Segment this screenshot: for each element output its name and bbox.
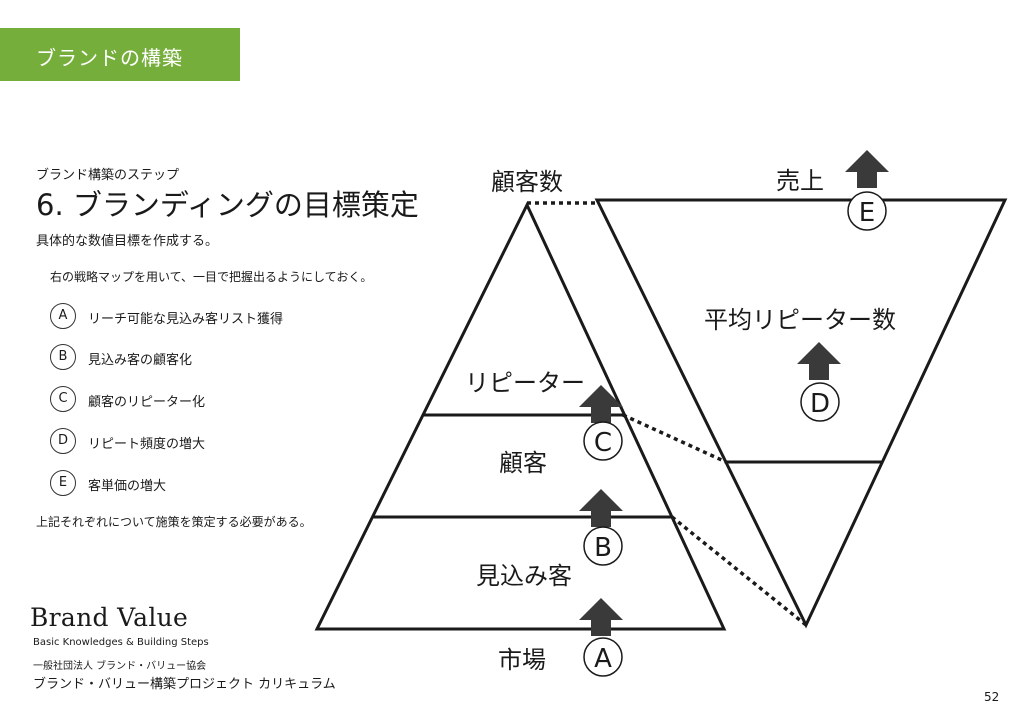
slide-note: 上記それぞれについて施策を策定する必要がある。 — [36, 515, 312, 529]
pyramid-level-label: 顧客 — [499, 449, 547, 477]
pyramid-level-label: 見込み客 — [476, 562, 572, 590]
marker-letter: B — [594, 533, 612, 563]
marker-circle — [583, 637, 623, 677]
item-text: 顧客のリピーター化 — [88, 395, 206, 410]
dotted-connector — [670, 515, 808, 627]
item-letter-badge: C — [50, 386, 76, 412]
list-item: B 見込み客の顧客化 — [50, 344, 370, 370]
marker-letter: A — [594, 644, 612, 674]
slide-title: 6. ブランディングの目標策定 — [36, 188, 419, 222]
up-arrow-icon — [579, 598, 623, 636]
inverted-triangle-outline — [594, 198, 1008, 629]
item-text: リーチ可能な見込み客リスト獲得 — [88, 312, 284, 327]
slide-description: 具体的な数値目標を作成する。 — [36, 234, 219, 249]
pyramid-level-label: リピーター — [465, 369, 585, 397]
slide-instruction: 右の戦略マップを用いて、一目で把握出るようにしておく。 — [50, 270, 373, 284]
item-text: 客単価の増大 — [88, 479, 167, 494]
marker-letter: D — [810, 389, 830, 419]
pyramid-top-label: 顧客数 — [491, 168, 563, 196]
item-letter-badge: E — [50, 470, 76, 496]
item-text: 見込み客の顧客化 — [88, 353, 193, 368]
marker-circle — [800, 382, 840, 422]
marker-letter: C — [594, 428, 612, 458]
organization-name: 一般社団法人 ブランド・バリュー協会 — [33, 661, 207, 672]
up-arrow-icon — [579, 489, 623, 527]
item-letter-badge: B — [50, 344, 76, 370]
project-name: ブランド・バリュー構築プロジェクト カリキュラム — [33, 677, 336, 692]
triangle-middle-label: 平均リピーター数 — [704, 306, 896, 334]
up-arrow-icon — [797, 342, 841, 380]
list-item: E 客単価の増大 — [50, 470, 370, 496]
marker-circle — [583, 421, 623, 461]
brand-logo: Brand Value — [30, 603, 189, 632]
up-arrow-icon — [579, 385, 623, 423]
section-banner-label: ブランドの構築 — [36, 46, 183, 70]
up-arrow-icon — [845, 150, 889, 188]
section-banner: ブランドの構築 — [0, 28, 240, 81]
brand-tagline: Basic Knowledges & Building Steps — [33, 637, 209, 648]
marker-circle — [847, 191, 887, 231]
page-number: 52 — [984, 690, 1000, 704]
dotted-connector — [622, 413, 727, 464]
list-item: D リピート頻度の増大 — [50, 428, 370, 454]
marker-letter: E — [859, 198, 875, 228]
list-item: A リーチ可能な見込み客リスト獲得 — [50, 303, 370, 329]
slide-subtitle: ブランド構築のステップ — [36, 168, 180, 183]
pyramid-base-label: 市場 — [498, 646, 546, 674]
triangle-top-label: 売上 — [776, 167, 824, 195]
marker-circle — [583, 526, 623, 566]
item-letter-badge: D — [50, 428, 76, 454]
item-text: リピート頻度の増大 — [88, 437, 206, 452]
item-letter-badge: A — [50, 303, 76, 329]
list-item: C 顧客のリピーター化 — [50, 386, 370, 412]
